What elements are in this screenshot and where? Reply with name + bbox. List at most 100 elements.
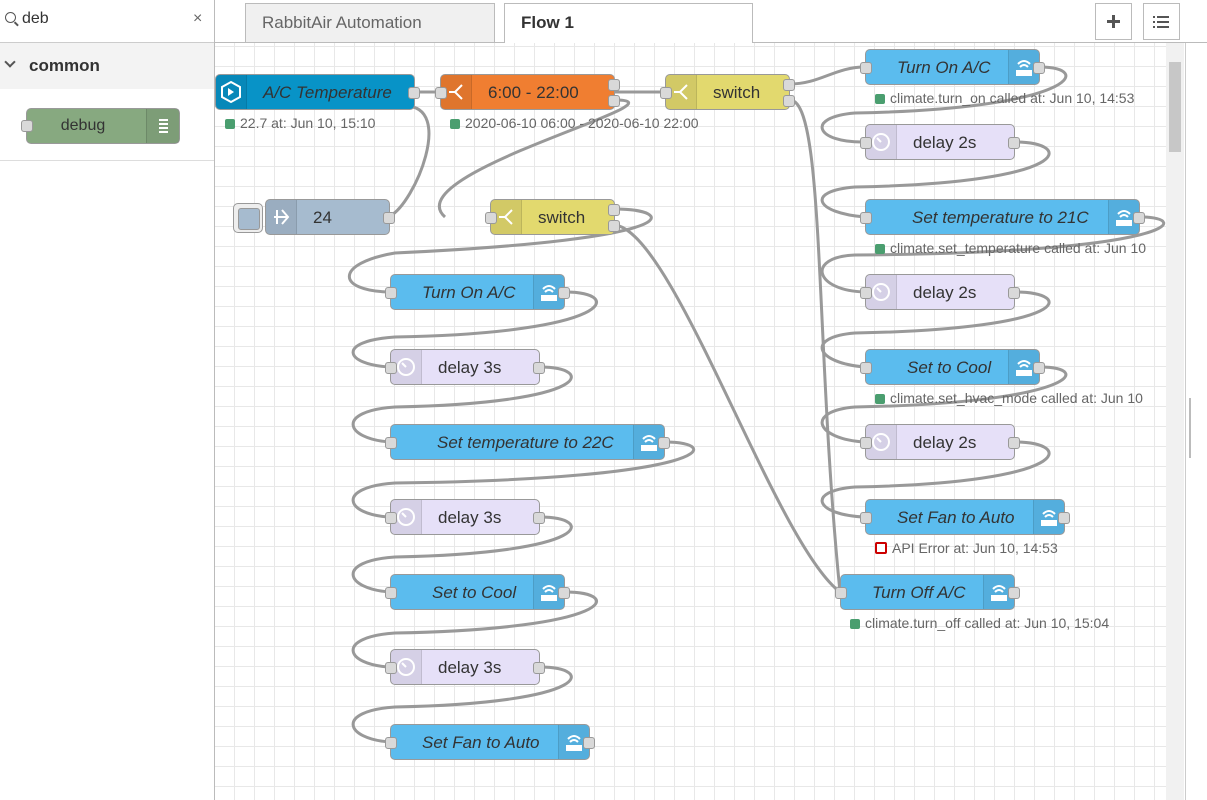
input-port[interactable] — [435, 87, 447, 99]
service-icon — [1008, 50, 1039, 84]
node-time-range[interactable]: 6:00 - 22:00 — [435, 74, 620, 110]
wire — [820, 440, 1051, 519]
status-dot — [225, 119, 235, 129]
input-port[interactable] — [835, 587, 847, 599]
node-label: switch — [538, 208, 586, 227]
debug-icon — [146, 109, 179, 143]
output-port[interactable] — [1008, 437, 1020, 449]
tab-flow-1[interactable]: Flow 1 — [504, 3, 753, 43]
sidebar-resize-handle[interactable] — [1189, 398, 1191, 458]
clear-search-icon[interactable]: × — [193, 10, 203, 27]
input-port[interactable] — [385, 512, 397, 524]
input-port[interactable] — [860, 137, 872, 149]
output-port[interactable] — [608, 204, 620, 216]
node-set-to-cool[interactable]: Set to Cool — [860, 349, 1045, 385]
output-port[interactable] — [1008, 587, 1020, 599]
node-set-to-cool[interactable]: Set to Cool — [385, 574, 570, 610]
wire — [820, 365, 1068, 444]
node-turn-on-ac[interactable]: Turn On A/C — [860, 49, 1045, 85]
output-port[interactable] — [658, 437, 670, 449]
node-delay[interactable]: delay 3s — [385, 349, 545, 385]
node-label: switch — [713, 83, 761, 102]
node-label: Set temperature to 22C — [437, 433, 614, 452]
output-port[interactable] — [533, 362, 545, 374]
output-port[interactable] — [1033, 362, 1045, 374]
node-label: 24 — [313, 208, 332, 227]
output-port[interactable] — [383, 212, 395, 224]
output-port[interactable] — [1033, 62, 1045, 74]
output-port[interactable] — [408, 87, 420, 99]
input-port[interactable] — [385, 662, 397, 674]
palette-category-header[interactable]: common — [0, 43, 214, 89]
output-port[interactable] — [583, 737, 595, 749]
workspace-tab-bar: RabbitAir Automation Flow 1 — [215, 0, 1207, 43]
output-port[interactable] — [533, 512, 545, 524]
input-port[interactable] — [660, 87, 672, 99]
vertical-scrollbar[interactable] — [1166, 43, 1184, 800]
input-port[interactable] — [385, 362, 397, 374]
search-input[interactable]: deb — [22, 10, 49, 27]
palette-search[interactable]: deb × — [0, 0, 214, 43]
node-label: Set Fan to Auto — [897, 508, 1015, 527]
node-delay[interactable]: delay 2s — [860, 424, 1020, 460]
output-port[interactable] — [1133, 212, 1145, 224]
input-port[interactable] — [860, 212, 872, 224]
wire — [351, 515, 573, 594]
output-port[interactable] — [558, 287, 570, 299]
node-set-temperature[interactable]: Set temperature to 22C — [385, 424, 670, 460]
node-turn-off-ac[interactable]: Turn Off A/C — [835, 574, 1020, 610]
output-port[interactable] — [608, 220, 620, 232]
node-switch[interactable]: switch — [660, 74, 795, 110]
node-switch[interactable]: switch — [485, 199, 620, 235]
node-label: delay 3s — [438, 358, 502, 377]
input-port[interactable] — [385, 437, 397, 449]
node-delay[interactable]: delay 2s — [860, 274, 1020, 310]
input-port[interactable] — [385, 587, 397, 599]
output-port[interactable] — [1008, 137, 1020, 149]
input-port[interactable] — [385, 737, 397, 749]
flow-workspace[interactable]: A/C Temperature 22.7 at: Jun 10, 15:10 6… — [215, 43, 1166, 800]
inject-trigger-button[interactable] — [233, 203, 263, 233]
tab-rabbitair-automation[interactable]: RabbitAir Automation — [245, 3, 495, 42]
status-dot — [875, 244, 885, 254]
flow-list-button[interactable] — [1143, 3, 1180, 40]
node-inject[interactable]: 24 — [265, 199, 395, 235]
node-turn-on-ac[interactable]: Turn On A/C — [385, 274, 570, 310]
palette-node-debug[interactable]: debug — [21, 108, 180, 144]
node-ac-temperature[interactable]: A/C Temperature — [215, 74, 420, 110]
output-port[interactable] — [783, 79, 795, 91]
input-port[interactable] — [860, 512, 872, 524]
wire — [389, 104, 431, 218]
output-port[interactable] — [533, 662, 545, 674]
input-port[interactable] — [860, 437, 872, 449]
output-port[interactable] — [608, 95, 620, 107]
wire — [614, 223, 841, 594]
output-port[interactable] — [1058, 512, 1070, 524]
node-label: delay 2s — [913, 433, 977, 452]
node-status: climate.set_hvac_mode called at: Jun 10 — [875, 390, 1143, 406]
wire — [438, 98, 630, 219]
wires-layer — [347, 65, 1166, 744]
node-delay[interactable]: delay 3s — [385, 499, 545, 535]
input-port[interactable] — [385, 287, 397, 299]
output-port[interactable] — [1008, 287, 1020, 299]
input-port[interactable] — [860, 362, 872, 374]
node-delay[interactable]: delay 3s — [385, 649, 545, 685]
input-port[interactable] — [485, 212, 497, 224]
node-set-fan-auto[interactable]: Set Fan to Auto — [860, 499, 1070, 535]
palette-category-label: common — [29, 56, 100, 75]
node-set-fan-auto[interactable]: Set Fan to Auto — [385, 724, 595, 760]
node-set-temperature[interactable]: Set temperature to 21C — [860, 199, 1145, 235]
input-port[interactable] — [860, 287, 872, 299]
input-port[interactable] — [860, 62, 872, 74]
output-port[interactable] — [558, 587, 570, 599]
status-dot — [875, 394, 885, 404]
node-status: climate.set_temperature called at: Jun 1… — [875, 240, 1146, 256]
add-flow-button[interactable] — [1095, 3, 1132, 40]
node-label: A/C Temperature — [263, 83, 392, 102]
wire — [351, 665, 573, 744]
output-port[interactable] — [608, 79, 620, 91]
output-port[interactable] — [783, 95, 795, 107]
scrollbar-thumb[interactable] — [1169, 62, 1181, 152]
node-delay[interactable]: delay 2s — [860, 124, 1020, 160]
